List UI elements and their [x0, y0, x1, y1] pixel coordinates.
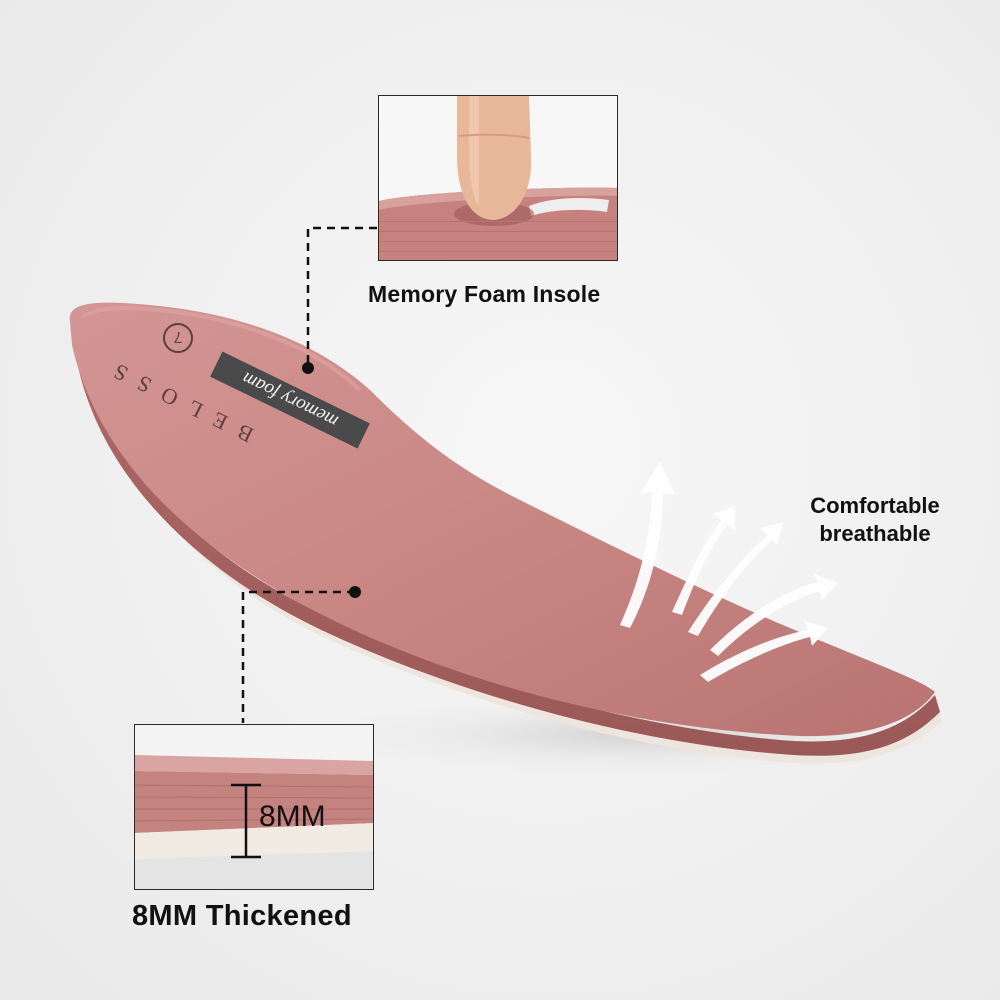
- thickness-cross-section: 8MM: [135, 725, 373, 889]
- callout-dot-icon: [302, 362, 314, 374]
- breath-arrow-icon: [620, 462, 838, 682]
- thickness-inset: 8MM: [134, 724, 374, 890]
- thickness-dimension-label: 8MM: [259, 800, 326, 833]
- callout-dot-icon: [349, 586, 361, 598]
- dimension-marker-icon: [231, 783, 261, 859]
- insole-rim: [80, 306, 362, 392]
- comfort-label-line1: Comfortable: [810, 493, 940, 518]
- svg-text:7: 7: [173, 328, 182, 345]
- thickened-label: 8MM Thickened: [132, 900, 352, 932]
- memory-foam-inset: [378, 95, 618, 261]
- finger-press-photo: [379, 96, 617, 260]
- comfort-label-line2: breathable: [819, 521, 931, 546]
- callout-line-memory: [306, 226, 377, 368]
- callout-line-thick: [241, 590, 355, 723]
- memory-foam-label: Memory Foam Insole: [368, 281, 601, 307]
- comfort-label: Comfortable breathable: [790, 492, 960, 548]
- insole-size-mark: 7: [163, 323, 193, 353]
